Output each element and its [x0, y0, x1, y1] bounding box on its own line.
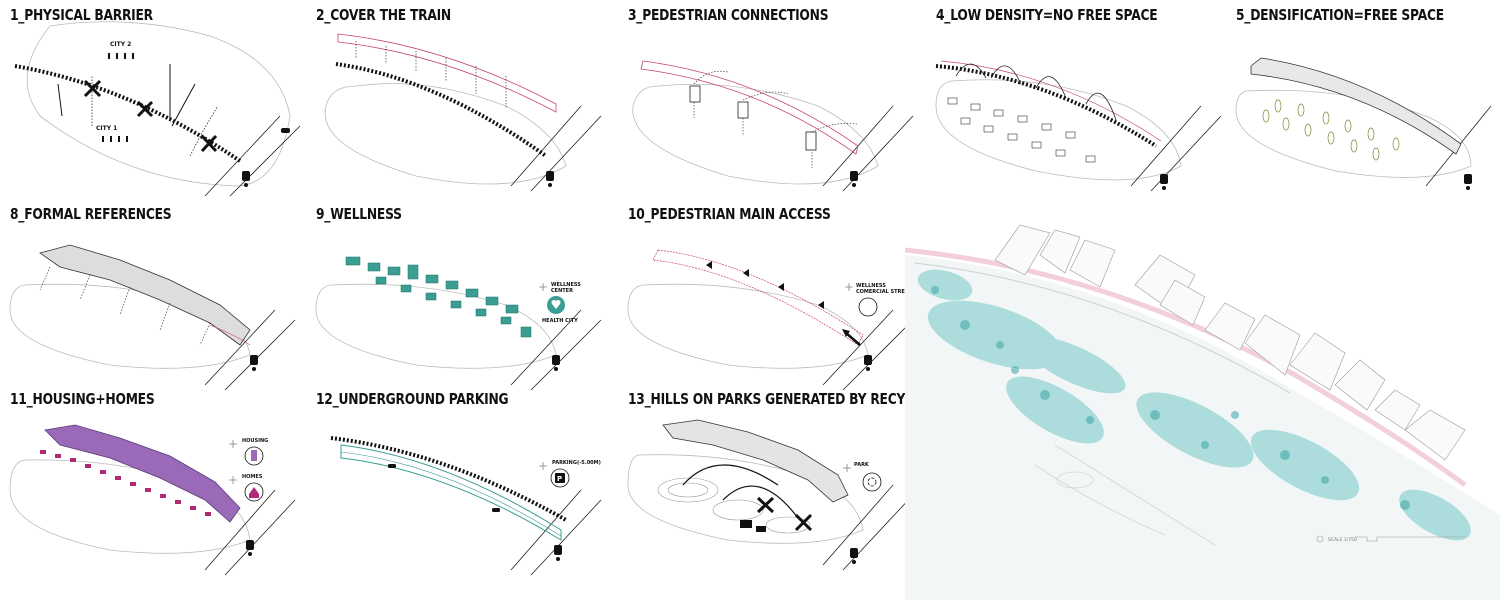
render-image: SCALE 1/750 [904, 224, 1500, 600]
wellness-label: WELLNESS [856, 283, 886, 289]
panel-1-physical-barrier: 1_PHYSICAL BARRIER CITY 2 CITY 1 [10, 6, 301, 197]
train-icon [1160, 174, 1168, 190]
train-icon [250, 355, 258, 371]
diagram-pedestrian-main-access: WELLNESS COMERCIAL STREET + [627, 249, 914, 391]
wellness-street-legend: WELLNESS COMERCIAL STREET + [844, 280, 912, 317]
panel-title: 8_FORMAL REFERENCES [10, 205, 172, 223]
park-label: PARK [854, 462, 870, 468]
train-icon [850, 171, 858, 187]
svg-text:P: P [557, 475, 562, 483]
panel-title: 12_UNDERGROUND PARKING [316, 390, 509, 408]
panel-12-underground-parking: 12_UNDERGROUND PARKING PARKING(-5.00M) P… [316, 390, 606, 595]
pedestrian-icon [858, 297, 878, 317]
panel-5-densification: 5_DENSIFICATION=FREE SPACE [1235, 6, 1500, 196]
train-icon [242, 171, 250, 187]
train-icon [552, 355, 560, 371]
health-city-label: HEALTH CITY [542, 318, 578, 324]
panel-9-wellness: 9_WELLNESS WELLNESS CENTER HEALTH CITY + [315, 205, 606, 391]
recycle-icon [862, 472, 882, 492]
panel-title: 5_DENSIFICATION=FREE SPACE [1236, 6, 1444, 24]
panel-13-hills-on-parks: 13_HILLS ON PARKS GENERATED BY RECYCLING… [627, 390, 1055, 595]
diagram-low-density [935, 60, 1222, 192]
center-label: CENTER [551, 288, 573, 294]
train-icon [246, 540, 254, 556]
diagram-densification [1235, 57, 1492, 190]
panel-title: 2_COVER THE TRAIN [316, 6, 451, 24]
svg-text:+: + [538, 459, 548, 473]
svg-text:+: + [228, 473, 238, 487]
comercial-street-label: COMERCIAL STREET [856, 289, 912, 295]
panel-2-cover-the-train: 2_COVER THE TRAIN [316, 6, 606, 196]
panel-4-low-density: 4_LOW DENSITY=NO FREE SPACE [935, 6, 1226, 196]
train-icon [546, 171, 554, 187]
scale-bar: SCALE 1/750 [1316, 535, 1465, 543]
wellness-legend: WELLNESS CENTER HEALTH CITY + [538, 280, 581, 324]
diagram-wellness: WELLNESS CENTER HEALTH CITY + [315, 256, 602, 391]
diagram-housing-homes: HOUSING HOMES + + [9, 424, 296, 576]
panel-title: 11_HOUSING+HOMES [10, 390, 155, 408]
panel-11-housing-homes: 11_HOUSING+HOMES HOUSING HOMES + + [9, 390, 300, 595]
housing-label: HOUSING [242, 438, 268, 444]
wellness-label: WELLNESS [551, 282, 581, 288]
train-icon [554, 545, 562, 561]
parking-legend: PARKING(-5.00M) P + [538, 459, 601, 488]
svg-text:+: + [228, 437, 238, 451]
parking-label: PARKING(-5.00M) [552, 460, 601, 466]
diagram-hills-on-parks: PARK + [627, 419, 914, 571]
panel-title: 4_LOW DENSITY=NO FREE SPACE [936, 6, 1158, 24]
city-2-label: CITY 2 [110, 41, 131, 48]
car-icon [281, 128, 290, 133]
train-icon [850, 548, 858, 564]
panel-title: 3_PEDESTRIAN CONNECTIONS [628, 6, 829, 24]
masterplan-axonometric-render: SCALE 1/750 [904, 215, 1500, 600]
housing-legend: HOUSING HOMES + + [228, 437, 268, 502]
svg-text:+: + [538, 280, 548, 294]
panel-8-formal-references: 8_FORMAL REFERENCES [9, 205, 300, 391]
diagram-physical-barrier: CITY 2 CITY 1 [14, 21, 301, 197]
park-legend: PARK + [842, 461, 882, 492]
panel-title: 9_WELLNESS [316, 205, 402, 223]
diagram-formal-references [9, 244, 296, 391]
diagram-cover-the-train [324, 33, 602, 192]
homes-label: HOMES [242, 474, 263, 480]
demolition-machine-icon [740, 520, 766, 532]
scale-label: SCALE 1/750 [1328, 537, 1357, 543]
svg-text:+: + [842, 461, 852, 475]
diagram-underground-parking: PARKING(-5.00M) P + [330, 436, 602, 576]
panel-title: 10_PEDESTRIAN MAIN ACCESS [628, 205, 831, 223]
panel-10-pedestrian-main-access: 10_PEDESTRIAN MAIN ACCESS WELLNESS COMER… [627, 205, 918, 391]
panel-3-pedestrian-connections: 3_PEDESTRIAN CONNECTIONS [628, 6, 918, 196]
city-1-label: CITY 1 [96, 125, 117, 132]
train-icon [864, 355, 872, 371]
svg-text:+: + [844, 280, 854, 294]
train-icon [1464, 174, 1472, 190]
panel-title: 1_PHYSICAL BARRIER [10, 6, 153, 24]
diagram-pedestrian-connections [632, 60, 914, 192]
